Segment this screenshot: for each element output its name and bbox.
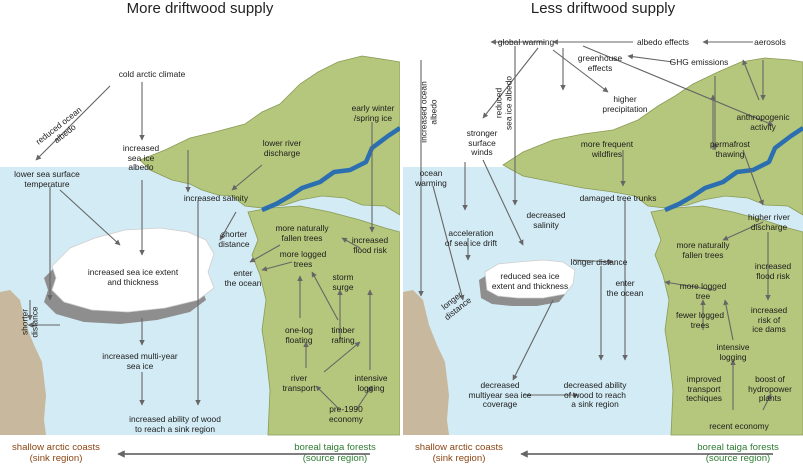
label-increased-flood-risk: increased flood risk (351, 235, 389, 255)
label-shorter-distance-left: shorter distance (19, 306, 39, 338)
label-shorter-distance-right: shorter distance (218, 229, 250, 249)
label-early-winter-spring-ice: early winter /spring ice (351, 103, 395, 123)
label-decreased-salinity: decreased salinity (526, 210, 566, 230)
label-higher-precipitation: higher precipitation (602, 94, 648, 114)
footer-source-region: boreal taiga forests (source region) (697, 442, 779, 464)
flow-arrow (341, 237, 361, 249)
sea-ice-floe (51, 227, 215, 313)
flow-arrow (323, 341, 361, 373)
label-greenhouse-effects: greenhouse effects (577, 53, 623, 73)
label-increased-multi-year-sea-ice: increased multi-year sea ice (102, 351, 178, 371)
label-increased-ability-of-wood: increased ability of wood to reach a sin… (129, 414, 221, 434)
taiga-land-upper (139, 55, 400, 216)
label-timber-rafting: timber rafting (331, 325, 355, 345)
flow-arrow (219, 211, 237, 241)
label-improved-transport-techiques: improved transport techiques (686, 374, 722, 404)
label-increased-ocean-albedo: increased ocean albedo (418, 81, 438, 143)
flow-arrow (315, 385, 341, 411)
left-panel-title: More driftwood supply (126, 0, 274, 17)
flow-arrow (261, 261, 293, 272)
label-boost-of-hydropower-plants: boost of hydropower plants (748, 374, 792, 404)
label-fewer-logged-trees: fewer logged trees (676, 310, 724, 330)
label-ocean-warming: ocean warming (415, 168, 447, 188)
label-stronger-surface-winds: stronger surface winds (466, 128, 498, 158)
sink-coast-rock (403, 290, 449, 435)
label-permafrost-thawing: permafrost thawing (709, 139, 751, 159)
flow-arrow (762, 393, 772, 411)
flow-arrow (482, 159, 524, 246)
label-river-transport: river transport (282, 373, 316, 393)
label-lower-river-discharge: lower river discharge (262, 138, 302, 158)
flow-arrow (723, 299, 734, 341)
flow-arrow (512, 299, 554, 381)
left-scene-illustration (0, 55, 400, 458)
label-lower-sea-surface-temperature: lower sea surface temperature (14, 169, 80, 189)
label-increased-risk-of-ice-dams: increased risk of ice dams (750, 305, 788, 335)
label-decreased-ability-of-wood: decreased ability of wood to reach a sin… (563, 380, 627, 410)
flow-arrow (59, 189, 121, 246)
flow-arrow (355, 385, 373, 411)
label-recent-economy: recent economy (709, 421, 769, 431)
flow-arrow (722, 221, 764, 241)
label-aerosols: aerosols (754, 37, 786, 47)
taiga-land-lower (650, 205, 803, 436)
label-global-warming: global warming (497, 37, 555, 47)
label-increased-sea-ice-albedo: increased sea ice albedo (122, 143, 160, 173)
footer-sink-region: shallow arctic coasts (sink region) (12, 442, 100, 464)
flow-arrow (231, 164, 263, 191)
sea-ice-floe (484, 259, 576, 299)
flow-arrow (664, 280, 714, 291)
label-enter-the-ocean: enter the ocean (606, 278, 644, 298)
sink-coast-rock (0, 290, 46, 435)
label-more-naturally-fallen-trees: more naturally fallen trees (275, 223, 329, 243)
label-more-naturally-fallen-trees: more naturally fallen trees (676, 240, 730, 260)
left-panel-more-driftwood: More driftwood supply cold arctic climat… (0, 0, 400, 467)
label-reduced-sea-ice-albedo: reduced sea ice albedo (493, 75, 513, 131)
river (261, 126, 400, 213)
flow-arrow (35, 85, 111, 161)
label-cold-arctic-climate: cold arctic climate (118, 69, 186, 79)
label-enter-the-ocean: enter the ocean (224, 268, 262, 288)
label-reduced-sea-ice-extent: reduced sea ice extent and thickness (491, 271, 569, 291)
river (664, 126, 803, 213)
label-more-logged-tree: more logged tree (679, 281, 727, 301)
label-storm-surge: storm surge (332, 272, 354, 292)
flow-arrow (552, 49, 609, 93)
label-anthropogenic-activity: anthropogenic activity (736, 112, 790, 132)
label-increased-flood-risk: increased flood risk (754, 261, 792, 281)
label-acceleration-of-sea-ice-drift: acceleration of sea ice drift (444, 228, 498, 248)
label-pre-1990-economy: pre-1990 economy (329, 404, 363, 424)
label-intensive-logging: intensive logging (716, 342, 750, 362)
flow-arrow (582, 45, 774, 126)
label-increased-salinity: increased salinity (183, 193, 249, 203)
flow-arrow (742, 149, 764, 206)
footer-sink-region: shallow arctic coasts (sink region) (415, 442, 503, 464)
flow-arrow (482, 47, 539, 119)
flow-arrow (742, 59, 760, 101)
panel-divider (400, 0, 403, 467)
label-increased-sea-ice-extent: increased sea ice extent and thickness (87, 267, 179, 287)
footer-source-region: boreal taiga forests (source region) (294, 442, 376, 464)
label-albedo-effects: albedo effects (637, 37, 689, 47)
flow-arrow (432, 185, 465, 301)
label-more-frequent-wildfires: more frequent wildfires (580, 139, 634, 159)
label-ghg-emissions: GHG emissions (669, 57, 729, 67)
right-panel-title: Less driftwood supply (530, 0, 676, 17)
label-one-log-floating: one-log floating (285, 325, 313, 345)
label-longer-distance-mid: longer distance (570, 257, 628, 267)
flow-arrow (627, 53, 674, 63)
flow-arrow (249, 244, 281, 263)
label-higher-river-discharge: higher river discharge (748, 212, 790, 232)
label-damaged-tree-trunks: damaged tree trunks (579, 193, 657, 203)
label-intensive-logging: intensive logging (354, 373, 388, 393)
right-scene-illustration (403, 39, 803, 458)
label-decreased-multiyear-sea-ice: decreased multiyear sea ice coverage (468, 380, 532, 410)
label-more-logged-trees: more logged trees (279, 249, 327, 269)
flow-arrow (572, 259, 614, 265)
right-panel-less-driftwood: Less driftwood supply global warming alb… (403, 0, 803, 467)
flow-arrow (311, 271, 339, 321)
